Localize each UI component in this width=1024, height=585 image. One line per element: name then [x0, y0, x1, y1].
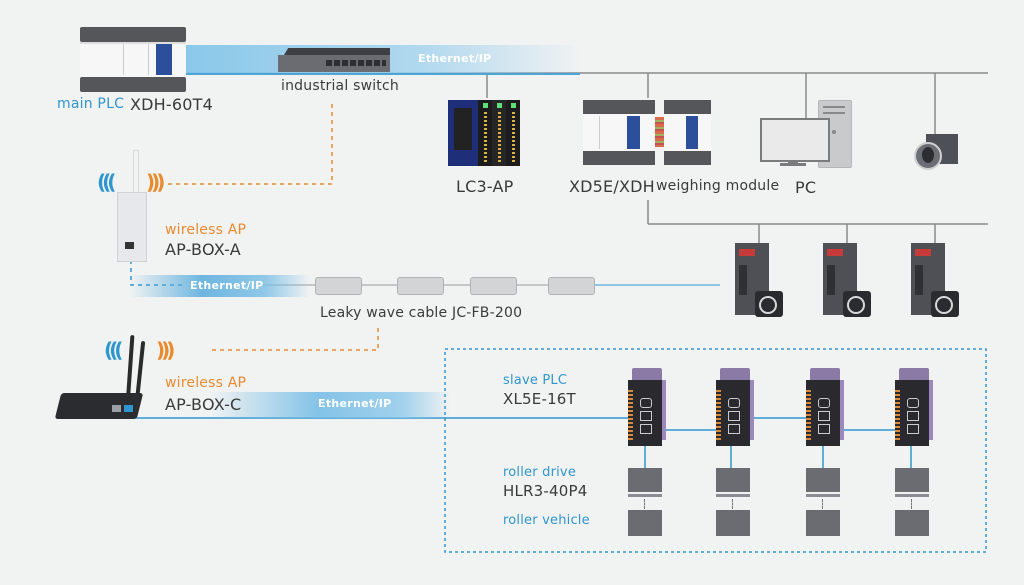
slave-plc-unit-4[interactable]	[895, 368, 935, 448]
slave-plc-unit-2[interactable]	[716, 368, 756, 448]
roller-vehicle-unit-3[interactable]	[806, 510, 840, 536]
slave-plc-role-label: slave PLC	[503, 373, 568, 388]
drive-vehicle-link-1	[644, 499, 646, 509]
roller-drive-model-label: HLR3-40P4	[503, 482, 588, 500]
vehicle-group-box	[444, 348, 987, 553]
pc-label: PC	[795, 178, 817, 197]
wireless-signal-icon-right-c: )))	[156, 338, 176, 362]
ap-box-a-device[interactable]	[117, 150, 147, 262]
servo-drive-2[interactable]	[823, 243, 873, 318]
wireless-signal-icon-left-c: (((	[104, 338, 124, 362]
ap-box-c-model-label: AP-BOX-C	[165, 395, 242, 414]
industrial-switch-label: industrial switch	[281, 78, 399, 94]
industrial-camera-device[interactable]	[914, 134, 960, 170]
ap-box-a-role-label: wireless AP	[165, 222, 247, 238]
slave-plc-model-label: XL5E-16T	[503, 390, 576, 408]
drive-vehicle-link-3	[822, 499, 824, 509]
ap-box-c-role-label: wireless AP	[165, 375, 247, 391]
ap-box-a-model-label: AP-BOX-A	[165, 240, 241, 259]
ethernet-band-middle	[130, 275, 310, 297]
wireless-link-ap-a	[168, 102, 333, 185]
servo-drive-3[interactable]	[911, 243, 961, 318]
xd5e-xdh-device[interactable]	[583, 100, 655, 165]
industrial-switch-device[interactable]	[278, 48, 390, 72]
leaky-cable-connector-1	[315, 277, 362, 295]
ethernet-label-top: Ethernet/IP	[418, 52, 492, 65]
xd5e-xdh-label: XD5E/XDH	[569, 177, 655, 196]
drive-vehicle-link-2	[732, 499, 734, 509]
roller-vehicle-unit-4[interactable]	[895, 510, 929, 536]
main-plc-model-label: XDH-60T4	[130, 95, 213, 114]
wireless-link-ap-c	[212, 328, 379, 351]
roller-drive-role-label: roller drive	[503, 465, 577, 480]
roller-drive-unit-3[interactable]	[806, 468, 840, 498]
roller-vehicle-unit-2[interactable]	[716, 510, 750, 536]
leaky-cable-label: Leaky wave cable JC-FB-200	[320, 305, 523, 321]
lc3-ap-device[interactable]	[448, 100, 520, 166]
roller-vehicle-unit-1[interactable]	[628, 510, 662, 536]
ap-box-c-device[interactable]	[54, 334, 146, 425]
pc-device[interactable]	[760, 100, 852, 168]
roller-drive-unit-4[interactable]	[895, 468, 929, 498]
ribbon-connector	[655, 117, 664, 147]
drive-vehicle-link-4	[911, 499, 913, 509]
leaky-cable-connector-2	[397, 277, 444, 295]
wireless-signal-icon-right-a: )))	[146, 170, 166, 194]
roller-drive-unit-2[interactable]	[716, 468, 750, 498]
main-plc-role-label: main PLC	[57, 96, 125, 112]
main-plc-device[interactable]	[80, 27, 186, 92]
slave-plc-unit-1[interactable]	[628, 368, 668, 448]
ethernet-label-bottom: Ethernet/IP	[318, 397, 392, 410]
wireless-signal-icon-left-a: (((	[97, 170, 117, 194]
weighing-module-device[interactable]	[664, 100, 711, 165]
leaky-cable-connector-4	[548, 277, 595, 295]
slave-plc-unit-3[interactable]	[806, 368, 846, 448]
lc3-ap-label: LC3-AP	[456, 177, 514, 196]
servo-drive-1[interactable]	[735, 243, 785, 318]
roller-drive-unit-1[interactable]	[628, 468, 662, 498]
ethernet-band-bottom	[210, 392, 450, 418]
roller-vehicle-role-label: roller vehicle	[503, 513, 590, 528]
leaky-cable-connector-3	[470, 277, 517, 295]
ethernet-label-middle: Ethernet/IP	[190, 279, 264, 292]
weighing-module-label: weighing module	[656, 178, 780, 194]
